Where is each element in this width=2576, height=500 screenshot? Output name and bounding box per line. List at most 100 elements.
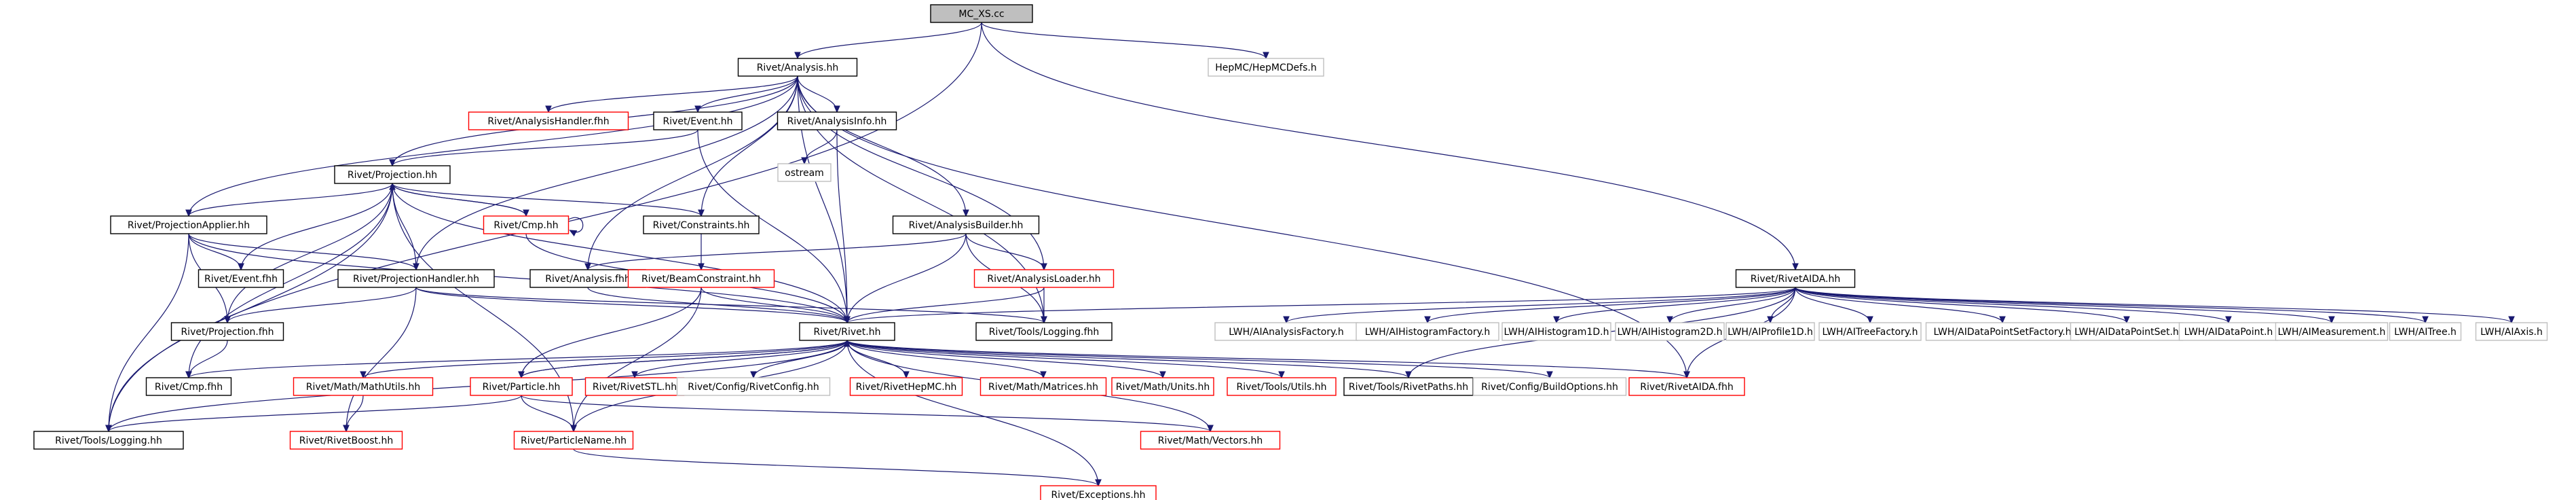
node-box	[627, 269, 775, 288]
node-analysisbuilder[interactable]: Rivet/AnalysisBuilder.hh	[892, 215, 1040, 234]
edge-rivetaida-to-lwh_tree	[1795, 287, 2425, 323]
node-lwh_h1[interactable]: LWH/AIHistogram1D.h	[1501, 322, 1611, 341]
node-projection_fhh[interactable]: Rivet/Projection.fhh	[170, 322, 284, 341]
node-rivetpaths[interactable]: Rivet/Tools/RivetPaths.hh	[1343, 377, 1474, 396]
node-box	[337, 269, 495, 288]
edge-projection-to-projection_fhh	[227, 183, 393, 323]
edge-analysis-to-projapplier	[189, 75, 798, 216]
node-hepmcdefs[interactable]: HepMC/HepMCDefs.h	[1208, 58, 1324, 77]
node-label: LWH/AITree.h	[2394, 327, 2457, 338]
node-rivetconfig[interactable]: Rivet/Config/RivetConfig.hh	[676, 377, 831, 396]
node-box	[170, 322, 284, 341]
node-analysisinfo[interactable]: Rivet/AnalysisInfo.hh	[777, 111, 897, 130]
node-rivetstl[interactable]: Rivet/RivetSTL.hh	[584, 377, 685, 396]
node-lwh_p1[interactable]: LWH/AIProfile1D.h	[1725, 322, 1815, 341]
node-lwh_h2[interactable]: LWH/AIHistogram2D.h	[1615, 322, 1725, 341]
node-rivetaida[interactable]: Rivet/RivetAIDA.hh	[1735, 269, 1856, 288]
node-label: Rivet/Cmp.hh	[493, 220, 558, 231]
node-event[interactable]: Rivet/Event.hh	[653, 111, 743, 130]
node-box	[849, 377, 963, 396]
node-units[interactable]: Rivet/Math/Units.hh	[1111, 377, 1214, 396]
node-beamconstraint[interactable]: Rivet/BeamConstraint.hh	[627, 269, 775, 288]
node-mc[interactable]: MC_XS.cc	[930, 4, 1033, 23]
edge-projapplier-to-projhandler	[188, 233, 416, 270]
node-constraints[interactable]: Rivet/Constraints.hh	[643, 215, 760, 234]
node-rivethepmc[interactable]: Rivet/RivetHepMC.hh	[849, 377, 963, 396]
edge-rivet-to-rivetaida_fhh	[846, 340, 1687, 378]
edge-rivetaida-to-lwh_tf	[1795, 287, 1870, 323]
node-lwh_dp[interactable]: LWH/AIDataPoint.h	[2178, 322, 2279, 341]
edge-rivet-to-units	[846, 340, 1163, 378]
node-label: Rivet/Constraints.hh	[653, 220, 750, 231]
node-analysishandler_fhh[interactable]: Rivet/AnalysisHandler.fhh	[468, 111, 629, 130]
edge-rivetaida-to-rivet	[847, 287, 1796, 323]
node-lwh_hf[interactable]: LWH/AIHistogramFactory.h	[1356, 322, 1499, 341]
node-lwh_meas[interactable]: LWH/AIMeasurement.h	[2275, 322, 2389, 341]
node-label: Rivet/Analysis.fhh	[545, 274, 631, 285]
node-box	[289, 431, 403, 450]
node-lwh_dps[interactable]: LWH/AIDataPointSet.h	[2070, 322, 2184, 341]
node-label: Rivet/RivetHepMC.hh	[856, 382, 957, 393]
node-box	[1628, 377, 1745, 396]
node-lwh_axis[interactable]: LWH/AIAxis.h	[2475, 322, 2548, 341]
node-vectors[interactable]: Rivet/Math/Vectors.hh	[1140, 431, 1281, 450]
node-particle[interactable]: Rivet/Particle.hh	[470, 377, 573, 396]
node-analysis[interactable]: Rivet/Analysis.hh	[737, 58, 858, 77]
node-tools_logging_fhh[interactable]: Rivet/Tools/Logging.fhh	[975, 322, 1113, 341]
edge-rivet-to-cmp_fhh	[189, 340, 848, 378]
node-box	[33, 431, 184, 450]
edge-rivet-to-exceptions	[846, 340, 1098, 486]
node-projapplier[interactable]: Rivet/ProjectionApplier.hh	[110, 215, 267, 234]
node-exceptions[interactable]: Rivet/Exceptions.hh	[1040, 485, 1157, 500]
node-logging[interactable]: Rivet/Tools/Logging.hh	[33, 431, 184, 450]
node-projhandler[interactable]: Rivet/ProjectionHandler.hh	[337, 269, 495, 288]
node-projection[interactable]: Rivet/Projection.hh	[334, 165, 451, 184]
node-label: Rivet/Tools/Utils.hh	[1237, 382, 1327, 393]
edge-projapplier-to-event_fhh	[188, 233, 241, 270]
node-lwh_tf[interactable]: LWH/AITreeFactory.h	[1818, 322, 1922, 341]
node-label: LWH/AIDataPointSetFactory.h	[1934, 327, 2072, 338]
node-matrices[interactable]: Rivet/Math/Matrices.hh	[979, 377, 1107, 396]
node-lwh_dpsf[interactable]: LWH/AIDataPointSetFactory.h	[1925, 322, 2080, 341]
node-label: LWH/AIAxis.h	[2480, 327, 2543, 338]
node-analysisloader[interactable]: Rivet/AnalysisLoader.hh	[973, 269, 1115, 288]
node-rivet[interactable]: Rivet/Rivet.hh	[799, 322, 895, 341]
node-label: Rivet/AnalysisInfo.hh	[787, 116, 887, 127]
node-label: Rivet/Tools/Logging.hh	[55, 435, 162, 446]
edge-rivetaida-to-lwh_hf	[1427, 287, 1796, 323]
node-box	[483, 215, 570, 234]
node-box	[1227, 377, 1337, 396]
node-label: Rivet/Math/Matrices.hh	[988, 382, 1098, 393]
node-box	[2275, 322, 2389, 341]
node-cmp[interactable]: Rivet/Cmp.hh	[483, 215, 570, 234]
edge-rivet-to-mathutils	[363, 340, 848, 378]
dependency-edges	[109, 22, 2512, 486]
node-rivetaida_fhh[interactable]: Rivet/RivetAIDA.fhh	[1628, 377, 1745, 396]
node-label: Rivet/Tools/RivetPaths.hh	[1349, 382, 1468, 393]
node-rivetboost[interactable]: Rivet/RivetBoost.hh	[289, 431, 403, 450]
node-lwh_tree[interactable]: LWH/AITree.h	[2389, 322, 2462, 341]
edge-rivet-to-buildoptions	[846, 340, 1550, 378]
node-buildoptions[interactable]: Rivet/Config/BuildOptions.hh	[1472, 377, 1627, 396]
node-label: LWH/AIProfile1D.h	[1728, 327, 1813, 338]
edge-particle-to-vectors	[521, 395, 1210, 431]
edge-projhandler-to-projection_fhh	[227, 287, 417, 323]
node-label: Rivet/RivetAIDA.fhh	[1640, 382, 1733, 393]
node-mathutils[interactable]: Rivet/Math/MathUtils.hh	[293, 377, 434, 396]
edge-cmp-to-cmp	[568, 217, 584, 232]
node-box	[2475, 322, 2548, 341]
node-label: Rivet/BeamConstraint.hh	[641, 274, 761, 285]
node-event_fhh[interactable]: Rivet/Event.fhh	[198, 269, 284, 288]
node-particlename[interactable]: Rivet/ParticleName.hh	[513, 431, 634, 450]
node-box	[930, 4, 1033, 23]
edge-mc-to-rivetaida	[981, 22, 1795, 270]
node-toolsutils[interactable]: Rivet/Tools/Utils.hh	[1227, 377, 1337, 396]
node-cmp_fhh[interactable]: Rivet/Cmp.fhh	[145, 377, 232, 396]
node-box	[110, 215, 267, 234]
node-ostream[interactable]: ostream	[777, 163, 832, 182]
node-lwh_af[interactable]: LWH/AIAnalysisFactory.h	[1214, 322, 1358, 341]
edge-rivetaida-to-lwh_h1	[1556, 287, 1796, 323]
node-label: HepMC/HepMCDefs.h	[1215, 62, 1316, 73]
node-label: Rivet/RivetBoost.hh	[299, 435, 393, 446]
node-label: LWH/AIDataPointSet.h	[2074, 327, 2179, 338]
